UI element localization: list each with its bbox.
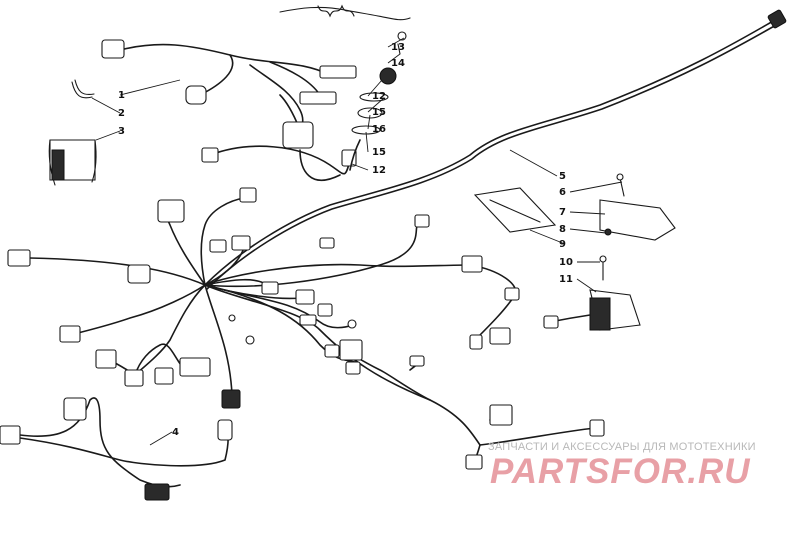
callout-14: 14 [391,58,405,69]
callout-6: 6 [559,187,566,198]
callout-12-upper: 12 [372,91,386,102]
callout-7: 7 [559,207,566,218]
callout-9: 9 [559,239,566,250]
clip-and-sleeve [48,79,97,186]
watermark-logo: PARTSFOR.RU [490,452,751,491]
callout-13: 13 [391,42,405,53]
callout-3: 3 [118,126,125,137]
callout-8: 8 [559,224,566,235]
callout-5: 5 [559,171,566,182]
callout-1: 1 [118,90,125,101]
callout-16: 16 [372,124,386,135]
callout-2: 2 [118,108,125,119]
callout-11: 11 [559,274,573,285]
main-harness [7,9,787,470]
callout-4: 4 [172,427,179,438]
callout-15-lower: 15 [372,147,386,158]
leader-lines [91,37,623,446]
watermark-tagline: ЗАПЧАСТИ И АКСЕССУАРЫ ДЛЯ МОТОТЕХНИКИ [488,441,756,453]
spring-grommet-stack [279,4,411,171]
upper-harness [101,39,357,181]
callout-15-upper: 15 [372,107,386,118]
callout-labels: 1 2 3 4 5 6 7 8 9 10 11 12 12 13 14 15 1… [118,42,573,438]
sub-harness [0,397,233,501]
module-assembly [473,173,676,331]
callout-10: 10 [559,257,573,268]
callout-12-lower: 12 [372,165,386,176]
